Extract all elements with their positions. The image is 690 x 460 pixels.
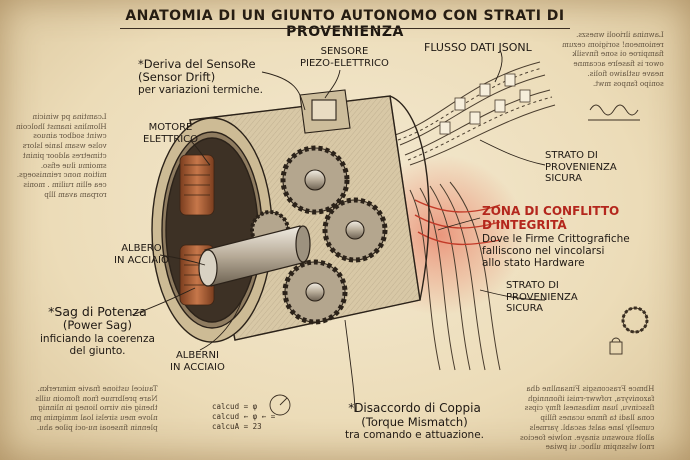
mirror-line: owor is fiaselre accamne [573, 59, 664, 69]
provenance-bottom-label: STRATO DI PROVENIENZA SICURA [506, 280, 578, 315]
formula-line1: calcud = φ [212, 402, 258, 411]
torque-mismatch-note: *Disaccordo di Coppia (Torque Mismatch) … [345, 401, 485, 442]
mirror-line: Hlomlins inamst lholcoin [16, 121, 107, 131]
shafts-bottom-line2: IN ACCIAIO [170, 361, 225, 373]
sensor-drift-note: *Deriva del SensoRe (Sensor Drift) per v… [138, 57, 263, 97]
conflict-zone-note: ZONA DI CONFLITTO D'INTEGRITÀ Dove le Fi… [482, 204, 630, 269]
provenance-bottom-line3: SICURA [506, 303, 543, 314]
mirror-line: fazonivyra, rofwwr-rnisi ifionnnigh [527, 393, 655, 403]
mirror-line: cumelly lane aalst ascabl. yarmels [529, 422, 655, 432]
motor-label-line1: MOTORE [148, 122, 193, 133]
sensor-drift-title: *Deriva del SensoRe [138, 57, 256, 71]
mirror-line: cwint sodbor ainuos [33, 131, 107, 141]
sensor-drift-english: (Sensor Drift) [138, 70, 216, 85]
mirror-line: sonipo fanpos mwt. [592, 78, 664, 88]
steel-shaft [198, 225, 311, 287]
mirror-line: volse wsam lanie lslors [22, 141, 107, 151]
shaft-label-line2: IN ACCIAIO [114, 254, 169, 266]
mirror-line: flsscinvu, luan mihasnesl flmy cipss [524, 403, 655, 413]
provenance-top-line2: PROVENIENZA [545, 161, 617, 173]
title-underline [120, 28, 570, 29]
mirror-line: reniomeon! sorigiom cezum [562, 39, 664, 49]
mirror-line: mition nonc reinnisoegs. [16, 170, 107, 180]
formula-line3: calcuA = 23 [212, 421, 262, 431]
motor-label-line2: ELETTRICO [143, 133, 198, 145]
mirror-line: plennin finseoai nu-oci piloe ahu. [36, 422, 158, 432]
mirror-notes-left-top: Lcamtina pq winicin Hlomlins inamst lhol… [16, 112, 107, 199]
power-sag-desc-2: del giunto. [69, 344, 126, 357]
mirror-line: nlove meu sirelsi loal mmignim pm [30, 413, 158, 423]
sensor-label-line1: SENSORE [320, 46, 369, 57]
json-flow-label: FLUSSO DATI JSONL [424, 41, 532, 54]
mirror-line: cea ellin ruilim . monis [23, 180, 107, 190]
sensor-drift-desc: per variazioni termiche. [138, 84, 263, 97]
mirror-line: neave ustlaiwo fiolis. [587, 68, 664, 78]
mirror-line: Lawnina ilriooli wneszs. [576, 30, 664, 39]
mirror-line: smoimu ilue efiso. [40, 160, 107, 170]
mirror-line: allolt suowsnu sinaye. nolwie foecios [520, 432, 655, 442]
conflict-body-2: falliscono nel vincolarsi [482, 244, 605, 257]
mirror-line: Tauicel ustione fnavie mimrerkn. [37, 384, 158, 393]
sensor-label-line2: PIEZO-ELETTRICO [300, 57, 389, 69]
torque-title: *Disaccordo di Coppia [348, 401, 481, 415]
shaft-label-line1: ALBERO [121, 243, 162, 254]
shaft-label: ALBERO IN ACCIAIO [114, 243, 169, 266]
shafts-bottom-label: ALBERNI IN ACCIAIO [170, 350, 225, 373]
provenance-top-label: STRATO DI PROVENIENZA SICURA [545, 150, 617, 185]
mirror-line: rnol wlssnpim ulhoc. ui pwiae [545, 442, 655, 452]
power-sag-title: *Sag di Potenza [48, 304, 147, 319]
shafts-bottom-line1: ALBERNI [175, 350, 219, 361]
red-streams [414, 199, 501, 246]
mirror-line: rorpam avam lllp [44, 189, 107, 199]
provenance-top-line1: STRATO DI [545, 150, 598, 161]
power-sag-note: *Sag di Potenza (Power Sag) inficiando l… [40, 304, 155, 357]
gears [250, 145, 388, 325]
torque-desc: tra comando e attuazione. [345, 429, 485, 442]
power-sag-english: (Power Sag) [62, 318, 132, 333]
provenance-bottom-line1: STRATO DI [506, 280, 559, 291]
mirror-line: cona lladi ta fimne ucanes fillip [540, 413, 655, 423]
provenance-bottom-line2: PROVENIENZA [506, 291, 578, 303]
torque-english: (Torque Mismatch) [361, 414, 468, 429]
json-packets [439, 73, 531, 135]
mirror-notes-right-top: Lawnina ilriooli wneszs. reniomeon! sori… [562, 30, 664, 88]
piezo-sensor [299, 89, 351, 134]
mirror-line: ctimetres aldoor pinint [22, 150, 107, 160]
data-streams-down [409, 181, 501, 371]
conflict-title-2: D'INTEGRITÀ [482, 217, 567, 232]
mirror-line: fiampiroe oi sone finvsilk [572, 49, 664, 59]
power-sag-desc-1: inficiando la coerenza [40, 332, 155, 345]
motor-label: MOTORE ELETTRICO [143, 122, 198, 145]
conflict-title-1: ZONA DI CONFLITTO [482, 204, 620, 218]
mirror-line: Hbmce Frasconsgis Finsanllne dha [526, 384, 655, 393]
formula-note: calcud = φ calcud ← φ ← = calcuA = 23 [212, 402, 275, 431]
margin-sketches [269, 104, 649, 416]
provenance-top-line3: SICURA [545, 173, 582, 184]
mirror-notes-right-bottom: Hbmce Frasconsgis Finsanllne dha fazoniv… [520, 384, 654, 452]
conflict-body-3: allo stato Hardware [482, 256, 585, 269]
sensor-label: SENSORE PIEZO-ELETTRICO [300, 46, 389, 69]
mirror-line: thenig ein virno lioneg in nlinnig [38, 403, 158, 413]
mirror-notes-left-bottom: Tauicel ustione fnavie mimrerkn. Nare pr… [30, 384, 158, 433]
conflict-body-1: Dove le Firme Crittografiche [482, 232, 630, 245]
mirror-line: Lcamtina pq winicin [32, 112, 107, 121]
formula-line2: calcud ← φ ← = [212, 411, 276, 421]
mirror-line: Nare prelbrnue fnon flomoin uills [35, 393, 158, 403]
leader-lines [131, 49, 546, 413]
